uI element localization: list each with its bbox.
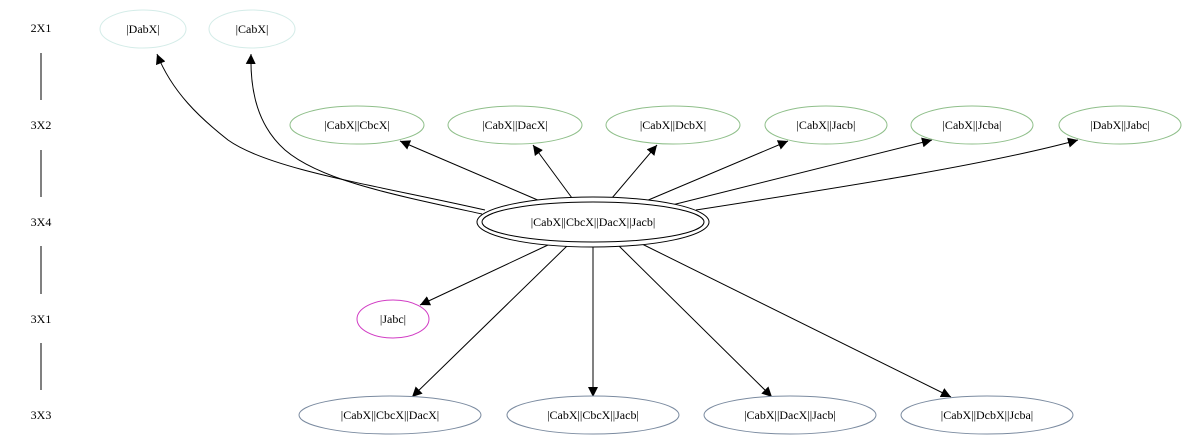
node-dabx[interactable]: |DabX| — [99, 9, 187, 49]
edge-center-to-cabx-cbcx — [399, 140, 541, 202]
edge-center-to-cabx-cbcx-dacx — [411, 245, 568, 398]
edge-center-to-cabx-jacb — [645, 140, 789, 202]
node-ellipse — [703, 395, 877, 435]
node-label: |CabX||CbcX||DacX||Jacb| — [531, 215, 656, 229]
node-ellipse — [605, 105, 741, 145]
level-label: 3X1 — [31, 312, 52, 326]
node-label: |CabX||Jcba| — [943, 118, 1002, 132]
edge-center-to-cabx — [245, 53, 483, 215]
node-label: |CabX||DcbX| — [640, 118, 706, 132]
node-cabx-dcbx-jcba[interactable]: |CabX||DcbX||Jcba| — [900, 395, 1074, 435]
node-cabx-cbcx-jacb[interactable]: |CabX||CbcX||Jacb| — [506, 395, 680, 435]
node-ellipse — [99, 9, 187, 49]
node-cabx-dcbx[interactable]: |CabX||DcbX| — [605, 105, 741, 145]
node-label: |DabX||Jabc| — [1090, 118, 1150, 132]
node-label: |Jabc| — [380, 312, 406, 326]
node-dabx-jabc[interactable]: |DabX||Jabc| — [1058, 105, 1182, 145]
node-cabx[interactable]: |CabX| — [208, 9, 296, 49]
edge-center-to-cabx-dcbx — [611, 144, 658, 199]
node-label: |CabX||CbcX| — [324, 118, 390, 132]
node-center[interactable]: |CabX||CbcX||DacX||Jacb| — [476, 196, 710, 248]
edge-center-to-dabx — [156, 53, 486, 211]
node-jabc[interactable]: |Jabc| — [356, 299, 430, 339]
node-cabx-cbcx[interactable]: |CabX||CbcX| — [289, 105, 425, 145]
node-label: |CabX||DacX||Jacb| — [744, 408, 836, 422]
node-ellipse-outer — [476, 196, 710, 248]
node-ellipse-inner — [481, 201, 705, 243]
node-cabx-cbcx-dacx[interactable]: |CabX||CbcX||DacX| — [298, 395, 482, 435]
node-label: |CabX||CbcX||DacX| — [341, 408, 439, 422]
node-ellipse — [506, 395, 680, 435]
node-ellipse — [289, 105, 425, 145]
node-ellipse — [356, 299, 430, 339]
edge-center-to-cabx-dcbx-jcba — [641, 243, 952, 398]
edge-center-to-jabc — [419, 244, 549, 306]
edge-center-to-cabx-dacx — [532, 144, 573, 199]
node-cabx-dacx[interactable]: |CabX||DacX| — [447, 105, 583, 145]
node-label: |DabX| — [126, 22, 159, 36]
edge-center-to-dabx-jabc — [695, 137, 1079, 211]
edge-center-to-cabx-jcba — [667, 137, 933, 207]
node-label: |CabX| — [236, 22, 269, 36]
node-ellipse — [910, 105, 1034, 145]
node-cabx-jcba[interactable]: |CabX||Jcba| — [910, 105, 1034, 145]
level-label: 3X4 — [31, 215, 52, 229]
node-label: |CabX||CbcX||Jacb| — [547, 408, 639, 422]
level-label: 3X3 — [31, 408, 52, 422]
level-label: 2X1 — [31, 21, 52, 35]
edge-center-to-cabx-dacx-jacb — [618, 245, 773, 398]
node-label: |CabX||DacX| — [482, 118, 548, 132]
node-label: |CabX||Jacb| — [797, 118, 856, 132]
node-cabx-dacx-jacb[interactable]: |CabX||DacX||Jacb| — [703, 395, 877, 435]
edges — [156, 53, 1079, 398]
node-ellipse — [1058, 105, 1182, 145]
node-ellipse — [447, 105, 583, 145]
level-label: 3X2 — [31, 118, 52, 132]
node-ellipse — [208, 9, 296, 49]
node-ellipse — [764, 105, 888, 145]
node-ellipse — [900, 395, 1074, 435]
node-ellipse — [298, 395, 482, 435]
node-label: |CabX||DcbX||Jcba| — [941, 408, 1033, 422]
node-cabx-jacb[interactable]: |CabX||Jacb| — [764, 105, 888, 145]
